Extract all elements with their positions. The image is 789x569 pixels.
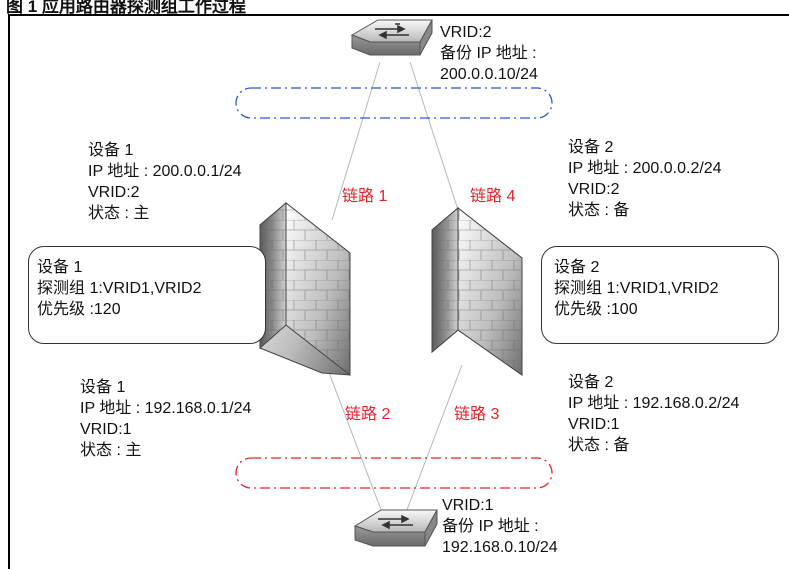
device2-lower-ip: IP 地址 : 192.168.0.2/24 xyxy=(568,395,740,412)
link4-label: 链路 4 xyxy=(470,188,516,205)
figure-title: 图 1 应用路由器探测组工作过程 xyxy=(6,0,246,16)
device1-upper-ip: IP 地址 : 200.0.0.1/24 xyxy=(88,163,242,180)
device2-upper-name: 设备 2 xyxy=(568,139,614,156)
top-switch-vrid: VRID:2 xyxy=(440,24,492,41)
bottom-switch-icon xyxy=(353,509,438,547)
device1-lower-ip: IP 地址 : 192.168.0.1/24 xyxy=(80,400,252,417)
link4-line xyxy=(409,61,461,217)
device2-upper-ip: IP 地址 : 200.0.0.2/24 xyxy=(568,160,722,177)
frame-left-border xyxy=(8,14,10,569)
device2-probe-box: 设备 2 探测组 1:VRID1,VRID2 优先级 :100 xyxy=(541,246,779,344)
top-switch-backup-ip: 200.0.0.10/24 xyxy=(440,66,538,83)
frame-top-border xyxy=(8,14,789,16)
device2-lower-vrid: VRID:1 xyxy=(568,416,620,433)
device2-upper-vrid: VRID:2 xyxy=(568,181,620,198)
device1-lower-name: 设备 1 xyxy=(80,379,126,396)
top-switch-icon xyxy=(350,19,433,56)
bottom-switch-info: VRID:1 备份 IP 地址 : 192.168.0.10/24 xyxy=(442,495,558,558)
vrrp-group-top xyxy=(235,87,553,119)
device2-lower-info: 设备 2 IP 地址 : 192.168.0.2/24 VRID:1 状态 : … xyxy=(568,372,739,456)
device2-lower-name: 设备 2 xyxy=(568,374,614,391)
device2-lower-state: 状态 : 备 xyxy=(568,437,630,454)
link1-label: 链路 1 xyxy=(342,188,388,205)
link2-line xyxy=(327,369,384,516)
link3-line xyxy=(404,364,463,516)
device1-upper-vrid: VRID:2 xyxy=(88,184,140,201)
device1-upper-state: 状态 : 主 xyxy=(88,205,150,222)
device2-upper-state: 状态 : 备 xyxy=(568,202,630,219)
device1-lower-vrid: VRID:1 xyxy=(80,421,132,438)
device1-upper-name: 设备 1 xyxy=(88,142,134,159)
device1-upper-info: 设备 1 IP 地址 : 200.0.0.1/24 VRID:2 状态 : 主 xyxy=(88,140,242,224)
device2-box-name: 设备 2 xyxy=(554,259,600,276)
device1-lower-info: 设备 1 IP 地址 : 192.168.0.1/24 VRID:1 状态 : … xyxy=(80,377,251,461)
device1-lower-state: 状态 : 主 xyxy=(80,442,142,459)
vrrp-group-bottom xyxy=(235,457,553,489)
firewall-device2-icon xyxy=(431,206,523,376)
link3-label: 链路 3 xyxy=(454,406,500,423)
bottom-switch-backup-label: 备份 IP 地址 : xyxy=(442,518,539,535)
top-switch-backup-label: 备份 IP 地址 : xyxy=(440,45,537,62)
device2-box-priority: 优先级 :100 xyxy=(554,301,638,318)
device1-probe-box: 设备 1 探测组 1:VRID1,VRID2 优先级 :120 xyxy=(28,246,266,344)
device2-box-probe: 探测组 1:VRID1,VRID2 xyxy=(554,280,719,297)
device1-box-probe: 探测组 1:VRID1,VRID2 xyxy=(37,280,202,297)
firewall-device1-icon xyxy=(259,201,351,377)
device2-upper-info: 设备 2 IP 地址 : 200.0.0.2/24 VRID:2 状态 : 备 xyxy=(568,137,722,221)
bottom-switch-backup-ip: 192.168.0.10/24 xyxy=(442,539,558,556)
device1-box-priority: 优先级 :120 xyxy=(37,301,121,318)
top-switch-info: VRID:2 备份 IP 地址 : 200.0.0.10/24 xyxy=(440,22,538,85)
device1-box-name: 设备 1 xyxy=(37,259,83,276)
bottom-switch-vrid: VRID:1 xyxy=(442,497,494,514)
link2-label: 链路 2 xyxy=(345,406,391,423)
